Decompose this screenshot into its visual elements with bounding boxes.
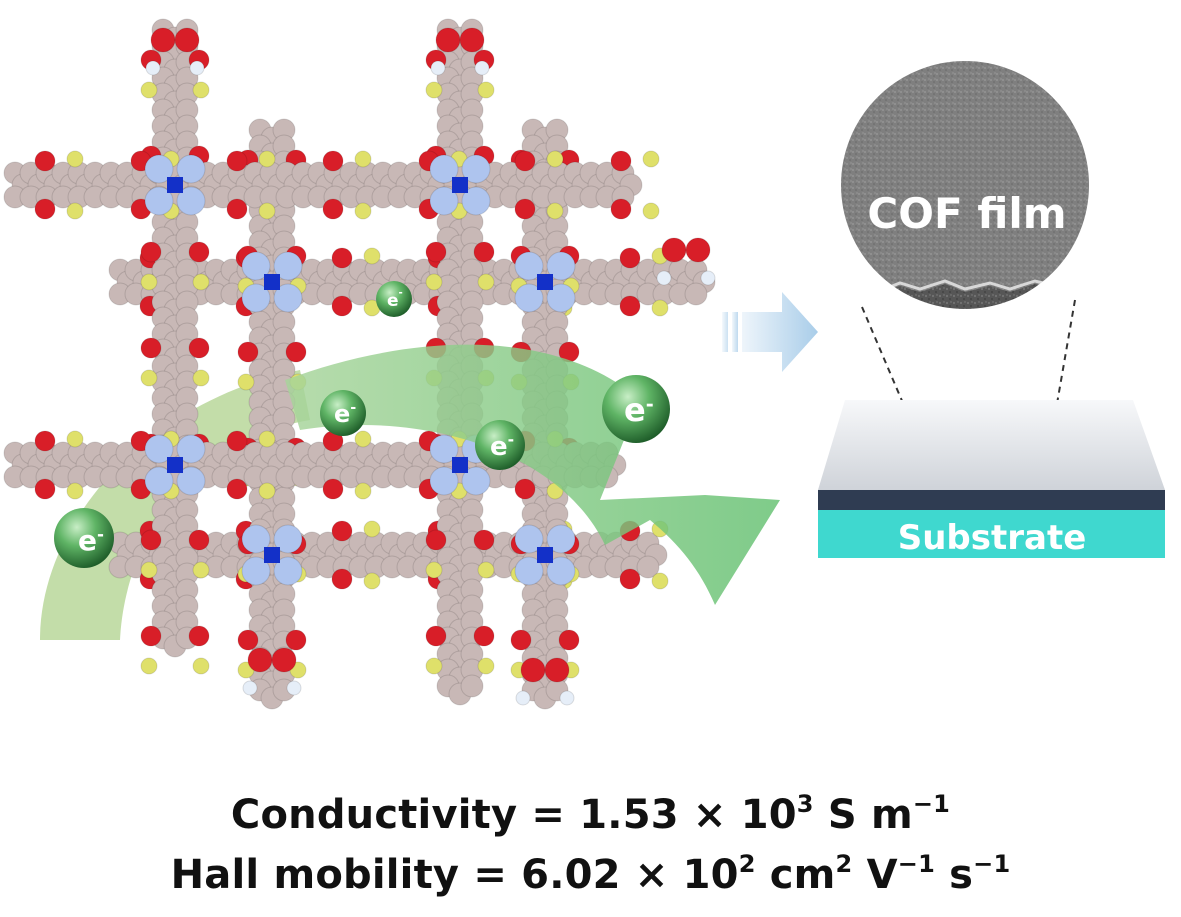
hall-unit-s: s	[949, 852, 974, 898]
conductivity-unit-exponent: −1	[912, 790, 951, 818]
conductivity-equation: Conductivity = 1.53 × 103 S m−1	[0, 792, 1181, 838]
electron-3-icon: e-	[376, 281, 412, 317]
hall-unit-s-exponent: −1	[973, 850, 1011, 878]
cof-film-layer	[818, 490, 1165, 510]
sem-image-circle: COF film	[839, 59, 1091, 311]
conductivity-label: Conductivity	[230, 792, 518, 838]
conductivity-unit: S m	[827, 792, 913, 838]
substrate-block	[818, 510, 1165, 558]
electron-4-icon: e-	[475, 420, 525, 470]
hall-unit-cm-exponent: 2	[835, 850, 853, 878]
electron-1-icon: e-	[54, 508, 114, 568]
hall-unit-cm: cm	[769, 852, 836, 898]
blue-right-arrow-icon	[722, 292, 818, 372]
cof-film-label: COF film	[867, 189, 1066, 238]
substrate-top-face	[818, 400, 1165, 490]
electron-path-arrow	[285, 344, 780, 605]
hall-mobility-exponent: 2	[738, 850, 756, 878]
electron-5-icon: e-	[602, 375, 670, 443]
hall-unit-v-exponent: −1	[897, 850, 935, 878]
substrate-stack: Substrate	[818, 400, 1165, 558]
hall-mobility-equation: Hall mobility = 6.02 × 102 cm2 V−1 s−1	[0, 852, 1181, 898]
electron-2-icon: e-	[320, 390, 366, 436]
equals-sign: =	[531, 792, 566, 838]
conductivity-exponent: 3	[796, 790, 814, 818]
hall-mobility-label: Hall mobility	[170, 852, 460, 898]
substrate-label: Substrate	[898, 518, 1087, 558]
conductivity-value: 1.53 × 10	[579, 792, 797, 838]
hall-mobility-value: 6.02 × 10	[521, 852, 739, 898]
equals-sign: =	[473, 852, 508, 898]
hall-unit-v: V	[866, 852, 898, 898]
